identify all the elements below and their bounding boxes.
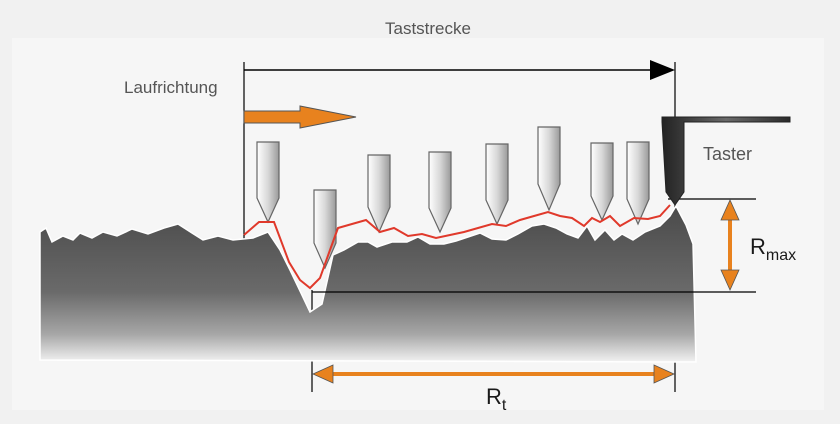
stylus-tip bbox=[590, 142, 614, 222]
measuring-length-arrowhead bbox=[650, 60, 675, 80]
travel-direction-label: Laufrichtung bbox=[124, 78, 218, 97]
measured-profile-line bbox=[243, 204, 671, 290]
measuring-length-label: Taststrecke bbox=[385, 19, 471, 38]
taster-label: Taster bbox=[703, 144, 752, 164]
stylus-tips bbox=[256, 126, 650, 270]
rt-label: Rt bbox=[486, 384, 507, 414]
taster-probe bbox=[661, 116, 791, 206]
stylus-tip bbox=[367, 154, 391, 234]
stylus-tip bbox=[626, 141, 650, 226]
rt-arrow bbox=[312, 364, 675, 384]
stylus-tip bbox=[537, 126, 561, 212]
travel-direction-arrow bbox=[243, 105, 357, 129]
rt-label-sub: t bbox=[502, 397, 507, 414]
workpiece-material bbox=[39, 204, 697, 363]
rt-label-main: R bbox=[486, 384, 502, 409]
rmax-label: Rmax bbox=[750, 234, 796, 264]
rmax-label-sub: max bbox=[766, 247, 796, 264]
rmax-label-main: R bbox=[750, 234, 766, 259]
stylus-tip bbox=[485, 143, 509, 226]
rmax-arrow bbox=[720, 199, 740, 291]
stylus-tip bbox=[256, 141, 280, 224]
stylus-tip bbox=[428, 151, 452, 234]
